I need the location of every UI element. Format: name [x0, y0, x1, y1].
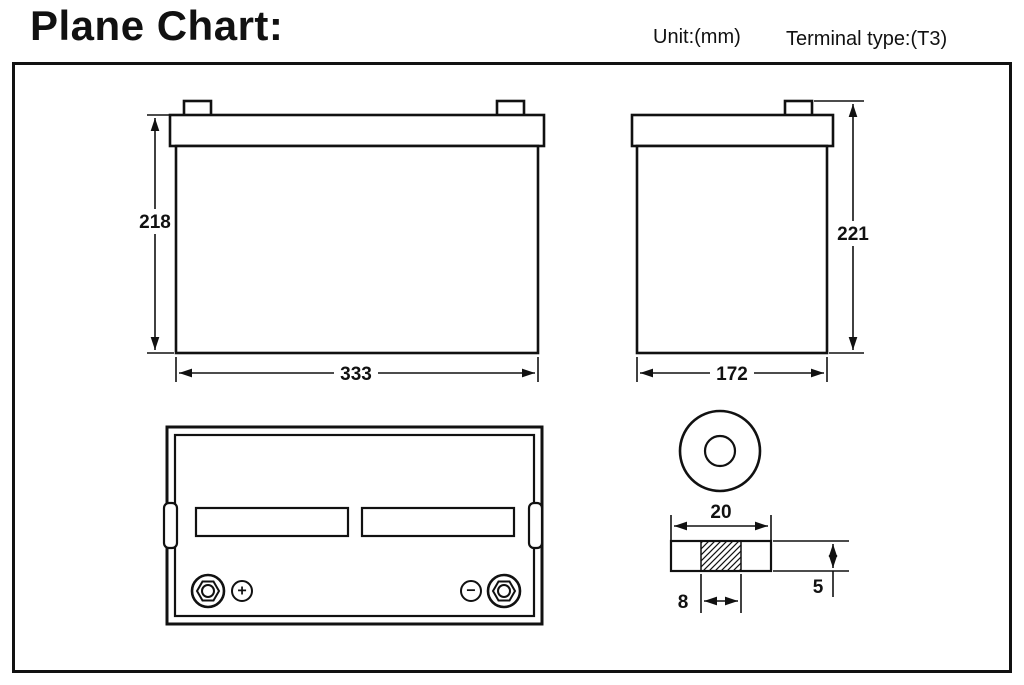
dim-side-height: 221	[814, 100, 872, 354]
positive-terminal	[190, 573, 226, 609]
plus-sign: +	[237, 583, 246, 600]
top-view-handle-right	[527, 501, 544, 550]
front-body	[174, 144, 540, 355]
minus-sign: −	[466, 583, 475, 600]
front-lid	[168, 113, 546, 148]
dim-side-width-label: 172	[716, 364, 748, 385]
minus-terminal-icon: −	[460, 580, 482, 602]
side-view	[630, 99, 835, 355]
side-body	[635, 144, 829, 355]
plane-chart-canvas: 218 333 221	[136, 99, 872, 626]
dim-terminal-width-label: 20	[710, 502, 731, 523]
front-view	[168, 99, 546, 355]
terminal-bolt-hatch	[700, 540, 742, 572]
dim-front-height: 218	[136, 114, 174, 354]
top-view-handle-left	[162, 501, 179, 550]
dim-side-height-label: 221	[837, 224, 869, 245]
dim-bolt-width: 8	[678, 574, 742, 613]
unit-label: Unit:(mm)	[653, 26, 741, 48]
terminal-detail: 20 8 5	[669, 409, 849, 613]
plus-terminal-icon: +	[231, 580, 253, 602]
dim-terminal-thickness: 5	[773, 540, 849, 598]
dim-front-height-label: 218	[139, 212, 171, 233]
top-view-slot-left	[194, 506, 350, 538]
dim-side-width: 172	[636, 357, 828, 385]
top-view: + −	[162, 425, 544, 626]
negative-terminal	[486, 573, 522, 609]
page-title: Plane Chart:	[30, 2, 284, 49]
top-view-slot-right	[360, 506, 516, 538]
dim-front-width-label: 333	[340, 364, 372, 385]
drawing-border: 218 333 221	[12, 62, 1012, 673]
dim-bolt-width-label: 8	[678, 592, 689, 613]
terminal-type-label: Terminal type:(T3)	[786, 28, 948, 50]
dim-terminal-thickness-label: 5	[813, 577, 824, 598]
dim-front-width: 333	[175, 357, 539, 385]
side-lid	[630, 113, 835, 148]
terminal-hole-circle	[703, 434, 737, 468]
dim-terminal-width: 20	[670, 502, 772, 541]
